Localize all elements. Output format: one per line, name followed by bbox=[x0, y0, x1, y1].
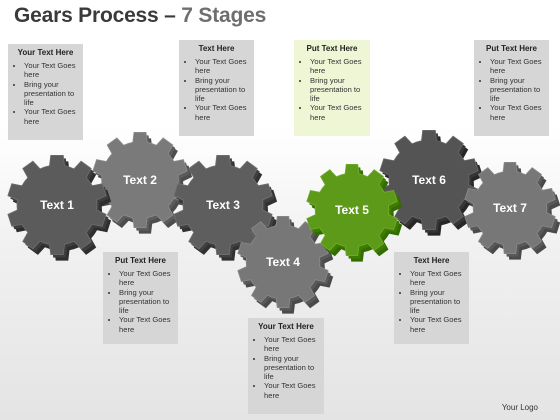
gear-face bbox=[464, 161, 556, 255]
gear-label: Text 7 bbox=[493, 201, 527, 215]
text-box-heading: Put Text Here bbox=[115, 256, 166, 265]
gear-label: Text 5 bbox=[335, 203, 369, 217]
gear-1: Text 1 bbox=[7, 154, 112, 261]
gear-6: Text 6 bbox=[379, 129, 484, 236]
bullet-item: Your Text Goes here bbox=[264, 335, 318, 354]
gear-7: Text 7 bbox=[464, 161, 560, 260]
gear-5: Text 5 bbox=[306, 163, 403, 262]
gear-face bbox=[173, 154, 273, 256]
bullet-list: Your Text Goes here Bring your presentat… bbox=[254, 335, 318, 400]
gear-label: Text 6 bbox=[412, 173, 446, 187]
bullet-list: Your Text Goes here Bring your presentat… bbox=[185, 57, 248, 122]
slide-title: Gears Process – 7 Stages bbox=[14, 4, 266, 28]
bullet-item: Bring your presentation to life bbox=[24, 80, 77, 108]
bullet-item: Bring your presentation to life bbox=[119, 288, 172, 316]
text-box-heading: Your Text Here bbox=[258, 322, 314, 331]
bullet-item: Your Text Goes here bbox=[310, 103, 364, 122]
bullet-item: Your Text Goes here bbox=[24, 107, 77, 126]
title-sub: 7 Stages bbox=[181, 4, 267, 27]
bullet-item: Your Text Goes here bbox=[410, 315, 463, 334]
bullet-item: Your Text Goes here bbox=[195, 57, 248, 76]
bullet-list: Your Text Goes here Bring your presentat… bbox=[109, 269, 172, 334]
logo-placeholder: Your Logo bbox=[501, 403, 538, 412]
text-box-heading: Your Text Here bbox=[17, 48, 74, 57]
bullet-item: Your Text Goes here bbox=[119, 269, 172, 288]
bullet-item: Bring your presentation to life bbox=[490, 76, 543, 104]
text-box-heading: Text Here bbox=[413, 256, 450, 265]
text-box-3: Put Text Here Your Text Goes here Bring … bbox=[294, 40, 370, 136]
text-box-4: Put Text Here Your Text Goes here Bring … bbox=[474, 40, 549, 136]
bullet-item: Your Text Goes here bbox=[490, 57, 543, 76]
gear-label: Text 2 bbox=[123, 173, 157, 187]
text-box-1: Your Text Here Your Text Goes here Bring… bbox=[8, 44, 83, 140]
gear-face bbox=[306, 163, 398, 257]
title-main: Gears Process bbox=[14, 4, 159, 27]
bullet-list: Your Text Goes here Bring your presentat… bbox=[300, 57, 364, 122]
gear-label: Text 3 bbox=[206, 198, 240, 212]
bullet-item: Your Text Goes here bbox=[24, 61, 77, 80]
gear-2: Text 2 bbox=[92, 131, 193, 234]
bullet-list: Your Text Goes here Bring your presentat… bbox=[400, 269, 463, 334]
bullet-item: Your Text Goes here bbox=[264, 381, 318, 400]
gear-face bbox=[92, 131, 188, 229]
text-box-6: Text Here Your Text Goes here Bring your… bbox=[394, 252, 469, 344]
bullet-item: Bring your presentation to life bbox=[195, 76, 248, 104]
gear-label: Text 1 bbox=[40, 198, 74, 212]
text-box-heading: Text Here bbox=[198, 44, 235, 53]
gear-3: Text 3 bbox=[173, 154, 278, 261]
gear-face bbox=[7, 154, 107, 256]
bullet-list: Your Text Goes here Bring your presentat… bbox=[14, 61, 77, 126]
text-box-5: Put Text Here Your Text Goes here Bring … bbox=[103, 252, 178, 344]
text-box-7: Your Text Here Your Text Goes here Bring… bbox=[248, 318, 324, 414]
bullet-item: Bring your presentation to life bbox=[310, 76, 364, 104]
gears-layer: Text 2 Text 1 Text 3 Text 6 Text 7 Text 4 Text… bbox=[7, 129, 560, 314]
gear-4: Text 4 bbox=[237, 215, 334, 314]
text-box-heading: Put Text Here bbox=[306, 44, 358, 53]
bullet-item: Your Text Goes here bbox=[310, 57, 364, 76]
bullet-item: Bring your presentation to life bbox=[264, 354, 318, 382]
text-box-heading: Put Text Here bbox=[486, 44, 537, 53]
bullet-item: Your Text Goes here bbox=[490, 103, 543, 122]
bullet-item: Bring your presentation to life bbox=[410, 288, 463, 316]
title-dash: – bbox=[164, 4, 176, 27]
text-box-2: Text Here Your Text Goes here Bring your… bbox=[179, 40, 254, 136]
bullet-item: Your Text Goes here bbox=[410, 269, 463, 288]
gear-label: Text 4 bbox=[266, 255, 300, 269]
gear-face bbox=[379, 129, 479, 231]
bullet-item: Your Text Goes here bbox=[195, 103, 248, 122]
bullet-item: Your Text Goes here bbox=[119, 315, 172, 334]
bullet-list: Your Text Goes here Bring your presentat… bbox=[480, 57, 543, 122]
